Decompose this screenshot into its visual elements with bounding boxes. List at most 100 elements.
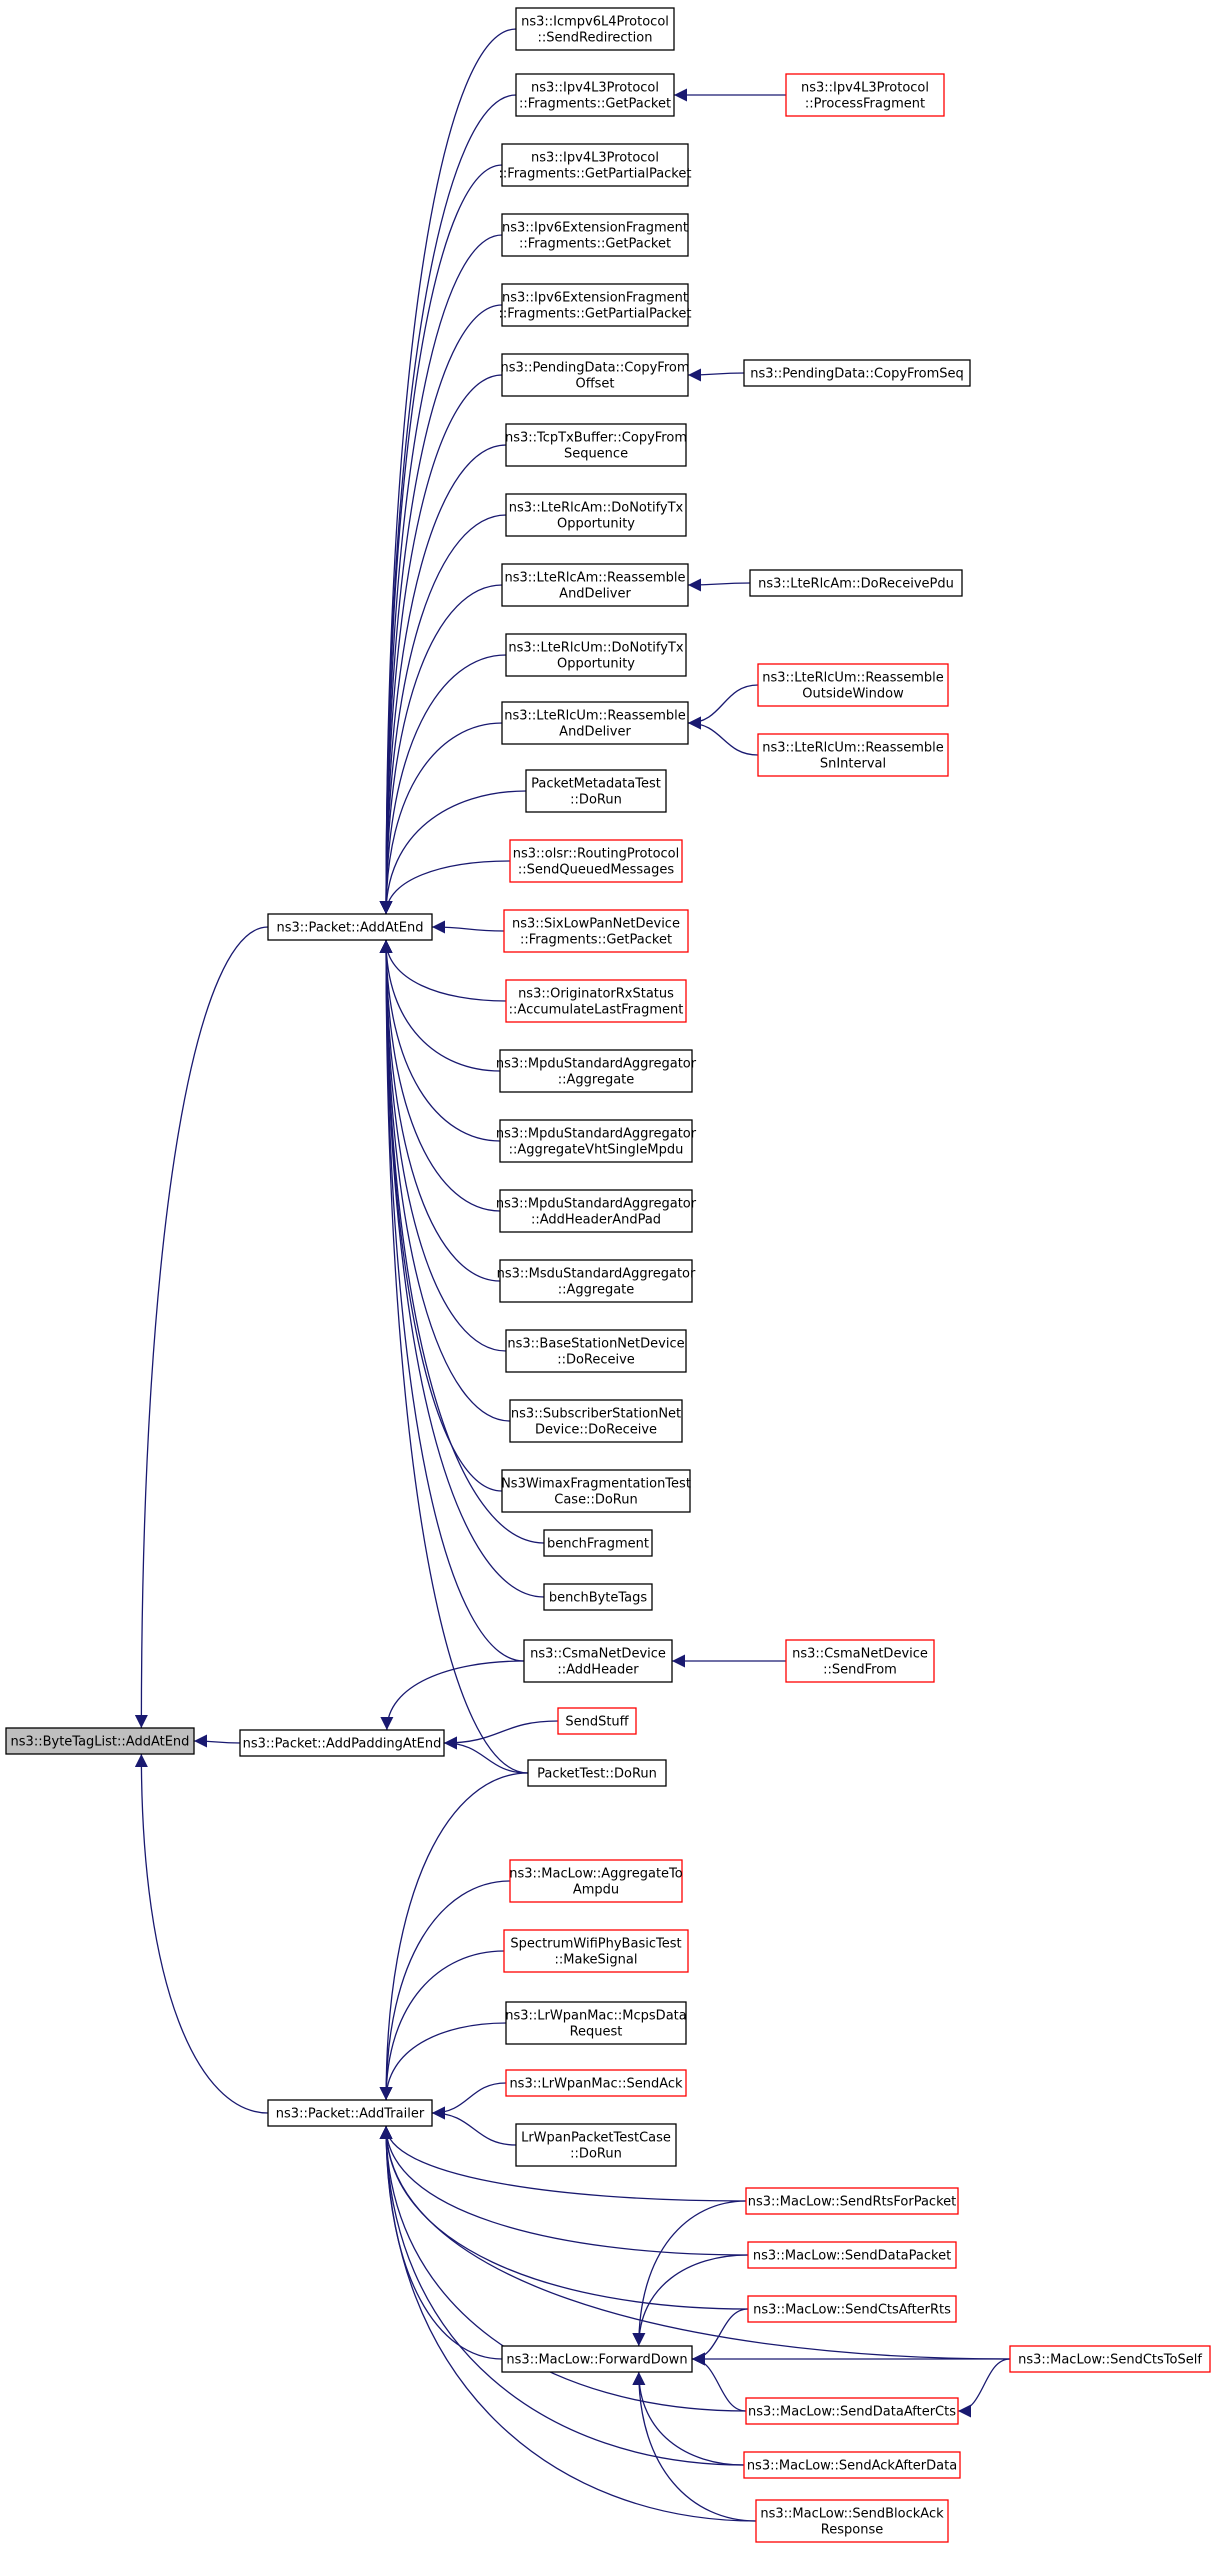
edge-maclow-sendctstoself-to-maclow-senddataafterctss (957, 2358, 1011, 2418)
node-maclow-sendctstoself[interactable]: ns3::MacLow::SendCtsToSelf (1009, 2345, 1211, 2373)
edge-line (134, 1753, 269, 2114)
edge-line (379, 939, 501, 1142)
node-ipv4l3-processfragment[interactable]: ns3::Ipv4L3Protocol::ProcessFragment (785, 73, 945, 117)
node-mpdustandardaggregator-aggregatevhtsinglempdu[interactable]: ns3::MpduStandardAggregator::AggregateVh… (496, 1119, 697, 1163)
node-lrwpanmac-sendack[interactable]: ns3::LrWpanMac::SendAck (505, 2069, 687, 2097)
node-label: ns3::LteRlcAm::Reassemble (505, 571, 686, 586)
node-box (1009, 2345, 1211, 2373)
node-label: ns3::MpduStandardAggregator (496, 1127, 697, 1142)
node-label: SnInterval (820, 757, 886, 772)
node-packet-addatend[interactable]: ns3::Packet::AddAtEnd (267, 913, 433, 941)
node-label: ::AccumulateLastFragment (509, 1003, 684, 1018)
node-box (505, 2069, 687, 2097)
edge-mpdustandardaggregator-addheaderandpad-to-packet-addatend (379, 939, 501, 1212)
node-originatorrxstatus-accumulatelastfragment[interactable]: ns3::OriginatorRxStatus::AccumulateLastF… (505, 979, 687, 1023)
node-lterlcam-doreceivepdu[interactable]: ns3::LteRlcAm::DoReceivePdu (749, 569, 963, 597)
node-basestationnetdevice-doreceive[interactable]: ns3::BaseStationNetDevice::DoReceive (505, 1329, 687, 1373)
node-box (505, 423, 687, 467)
edge-basestationnetdevice-doreceive-to-packet-addatend (379, 939, 507, 1352)
node-spectrumwifiphybasictest-makesignal[interactable]: SpectrumWifiPhyBasicTest::MakeSignal (503, 1929, 689, 1973)
node-benchbytetags[interactable]: benchByteTags (543, 1583, 653, 1611)
edge-line (379, 444, 507, 915)
node-maclow-senddataafterctss[interactable]: ns3::MacLow::SendDataAfterCts (745, 2397, 959, 2425)
node-sixlowpan-fragments-getpacket[interactable]: ns3::SixLowPanNetDevice::Fragments::GetP… (503, 909, 689, 953)
node-mpdustandardaggregator-addheaderandpad[interactable]: ns3::MpduStandardAggregator::AddHeaderAn… (496, 1189, 697, 1233)
node-maclow-forwarddown[interactable]: ns3::MacLow::ForwardDown (501, 2345, 693, 2373)
edge-maclow-sendackafterdata-to-maclow-forwarddown (632, 2371, 745, 2466)
node-label: ns3::LteRlcUm::Reassemble (762, 671, 944, 686)
node-packet-addpaddingatend[interactable]: ns3::Packet::AddPaddingAtEnd (239, 1729, 445, 1757)
node-box (743, 2451, 961, 2479)
node-olsr-sendqueuedmessages[interactable]: ns3::olsr::RoutingProtocol::SendQueuedMe… (509, 839, 683, 883)
node-box (543, 1583, 653, 1611)
node-label: ns3::Packet::AddPaddingAtEnd (243, 1737, 442, 1752)
node-maclow-sendctsafterrts[interactable]: ns3::MacLow::SendCtsAfterRts (747, 2295, 957, 2323)
node-ipv4l3-fragments-getpartialpacket[interactable]: ns3::Ipv4L3Protocol::Fragments::GetParti… (499, 143, 692, 187)
node-lrwpanpackettestcase-dorun[interactable]: LrWpanPacketTestCase::DoRun (515, 2123, 677, 2167)
edge-line (632, 2200, 747, 2347)
node-packet-addtrailer[interactable]: ns3::Packet::AddTrailer (267, 2099, 433, 2127)
node-label: ns3::MacLow::SendBlockAck (760, 2507, 944, 2522)
node-csmanetdevice-addheader[interactable]: ns3::CsmaNetDevice::AddHeader (523, 1639, 673, 1683)
node-label: ns3::MacLow::SendRtsForPacket (748, 2195, 957, 2210)
edge-pendingdata-copyfromseq-to-pendingdata-copyfromoffset (687, 368, 745, 382)
node-ipv6ext-fragments-getpartialpacket[interactable]: ns3::Ipv6ExtensionFragment::Fragments::G… (499, 283, 692, 327)
node-subscriberstationnetdevice-doreceive[interactable]: ns3::SubscriberStationNetDevice::DoRecei… (509, 1399, 683, 1443)
node-maclow-sendrtsforpacket[interactable]: ns3::MacLow::SendRtsForPacket (745, 2187, 959, 2215)
node-label: Offset (575, 377, 614, 392)
node-maclow-sendackafterdata[interactable]: ns3::MacLow::SendAckAfterData (743, 2451, 961, 2479)
edge-lterlcum-reassemblesninterval-to-lterlcum-reassembleanddeliver (687, 716, 759, 756)
node-box (505, 1329, 687, 1373)
node-pendingdata-copyfromseq[interactable]: ns3::PendingData::CopyFromSeq (743, 359, 971, 387)
node-icmpv6-sendredirection[interactable]: ns3::Icmpv6L4Protocol::SendRedirection (515, 7, 675, 51)
node-box (509, 1399, 683, 1443)
edge-lterlcam-donotifytxopportunity-to-packet-addatend (379, 514, 507, 915)
edge-line (379, 939, 545, 1544)
node-msdustandardaggregator-aggregate[interactable]: ns3::MsduStandardAggregator::Aggregate (497, 1259, 696, 1303)
edge-sixlowpan-fragments-getpacket-to-packet-addatend (431, 920, 505, 934)
node-label: ns3::MacLow::ForwardDown (506, 2353, 687, 2368)
node-benchfragment[interactable]: benchFragment (543, 1529, 653, 1557)
edge-line (379, 304, 503, 915)
edge-line (379, 939, 503, 1492)
node-ipv6ext-fragments-getpacket[interactable]: ns3::Ipv6ExtensionFragment::Fragments::G… (501, 213, 689, 257)
node-packetmetadatatest-dorun[interactable]: PacketMetadataTest::DoRun (525, 769, 667, 813)
node-ipv4l3-fragments-getpacket[interactable]: ns3::Ipv4L3Protocol::Fragments::GetPacke… (515, 73, 675, 117)
edge-pendingdata-copyfromoffset-to-packet-addatend (379, 374, 503, 915)
edge-line (632, 2371, 757, 2522)
node-maclow-senddatapacket[interactable]: ns3::MacLow::SendDataPacket (747, 2241, 957, 2269)
edge-lrwpanmac-mcpsdatarequest-to-packet-addtrailer (379, 2022, 507, 2101)
node-box (509, 1859, 683, 1903)
node-label: ns3::MacLow::SendDataAfterCts (748, 2405, 956, 2420)
node-label: ::DoRun (570, 2147, 622, 2162)
node-mpdustandardaggregator-aggregate[interactable]: ns3::MpduStandardAggregator::Aggregate (496, 1049, 697, 1093)
node-label: ns3::MpduStandardAggregator (496, 1197, 697, 1212)
node-box (267, 913, 433, 941)
node-sendstuff[interactable]: SendStuff (557, 1707, 637, 1735)
node-csmanetdevice-sendfrom[interactable]: ns3::CsmaNetDevice::SendFrom (785, 1639, 935, 1683)
node-packettest-dorun[interactable]: PacketTest::DoRun (527, 1759, 667, 1787)
node-label: Device::DoReceive (535, 1423, 657, 1438)
node-bytetag-addatend[interactable]: ns3::ByteTagList::AddAtEnd (5, 1727, 195, 1755)
edge-line (687, 368, 745, 382)
edge-ipv6ext-fragments-getpartialpacket-to-packet-addatend (379, 304, 503, 915)
edge-maclow-sendblockackresponse-to-maclow-forwarddown (632, 2371, 757, 2522)
edge-packetmetadatatest-dorun-to-packet-addatend (379, 790, 527, 915)
edge-line (431, 2082, 507, 2120)
node-label: ns3::Packet::AddTrailer (276, 2107, 425, 2122)
node-label: ns3::LteRlcAm::DoReceivePdu (758, 577, 954, 592)
edge-packet-addatend-to-bytetag-addatend (134, 926, 269, 1729)
node-box (515, 73, 675, 117)
